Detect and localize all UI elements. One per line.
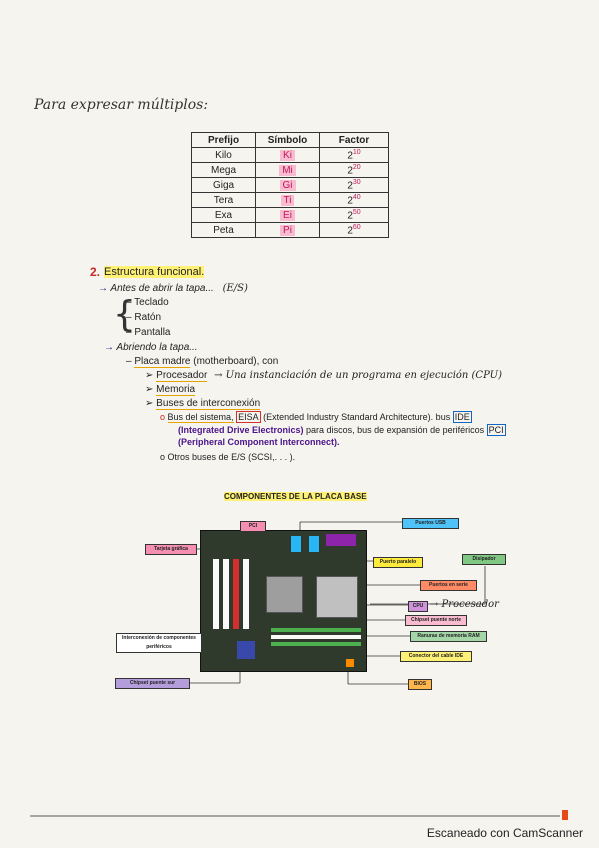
label-disipador: Disipador (462, 554, 506, 565)
cpu-note: → Procesador (430, 599, 499, 610)
label-chipset-sur: Chipset puente sur (115, 678, 190, 689)
table-row: Tera Ti 240 (191, 192, 389, 208)
table-row: Peta Pi 260 (191, 222, 389, 238)
label-ram: Ranuras de memoria RAM (410, 631, 487, 642)
processor-line: ➢ Procesador → Una instanciación de un p… (145, 370, 502, 382)
label-bios: BIOS (408, 679, 432, 690)
label-chipset-norte: Chipset puente norte (405, 615, 467, 626)
io-item-teclado: – Teclado (126, 297, 169, 308)
memory-line: ➢ Memoria (145, 384, 196, 396)
label-usb: Puertos USB (402, 518, 459, 529)
cell-factor: 260 (319, 222, 389, 238)
page-corner-mark (562, 810, 568, 820)
opening-line: → Abriendo la tapa... (104, 342, 198, 353)
scanner-watermark: Escaneado con CamScanner (426, 826, 583, 840)
ide-line: (Integrated Drive Electronics) para disc… (178, 424, 506, 436)
brace-icon: { (113, 294, 136, 335)
label-cpu: CPU (408, 601, 428, 612)
io-item-pantalla: – Pantalla (126, 327, 171, 338)
handwritten-heading: Para expresar múltiplos: (34, 97, 209, 113)
cell-simbolo: Pi (255, 222, 320, 238)
page-bottom-edge (30, 815, 560, 817)
buses-line: ➢ Buses de interconexión (145, 398, 261, 410)
table-row: Exa Ei 250 (191, 207, 389, 223)
label-puertos-serie: Puertos en serie (420, 580, 477, 591)
diagram-title: COMPONENTES DE LA PLACA BASE (224, 492, 367, 501)
table-header-row: Prefijo Símbolo Factor (191, 132, 389, 148)
cell-factor: 250 (319, 207, 389, 223)
label-tarjeta-grafica: Tarjeta gráfica (145, 544, 197, 555)
motherboard-image (200, 530, 367, 672)
motherboard-line: – Placa madre (motherboard), con (126, 356, 279, 368)
label-ide: Conector del cable IDE (400, 651, 472, 662)
before-open-line: → Antes de abrir la tapa... (E/S) (98, 283, 248, 294)
other-buses-line: o Otros buses de E/S (SCSI,. . . ). (160, 452, 296, 462)
section-title: Estructura funcional. (104, 266, 205, 278)
io-item-raton: – Ratón (126, 312, 162, 323)
label-pci: PCI (240, 521, 266, 532)
pci-line: (Peripheral Component Interconnect). (178, 437, 340, 447)
prefix-table: Prefijo Símbolo Factor Kilo Ki 210 Mega … (191, 132, 389, 238)
section-number: 2. (90, 265, 101, 279)
label-puerto-paralelo: Puerto paralelo (373, 557, 423, 568)
bus-system-line: o Bus del sistema, EISA (Extended Indust… (160, 411, 472, 423)
label-interconexion: Interconexión de componentes periféricos (116, 633, 202, 653)
